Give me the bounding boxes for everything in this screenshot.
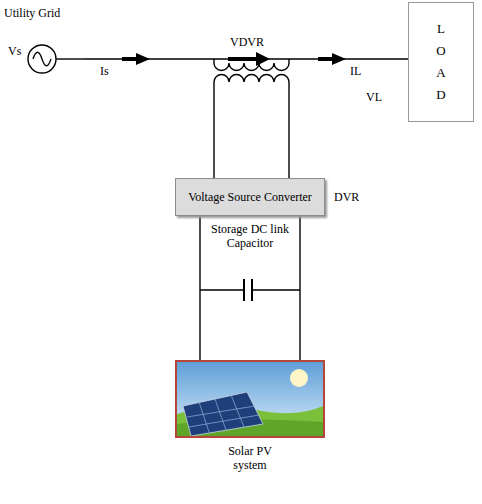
part-name: DVR <box>334 190 359 204</box>
load-box: LOAD <box>408 2 474 122</box>
solar-panel <box>183 392 263 436</box>
sun <box>290 369 308 387</box>
grid-source: Utility Grid <box>4 6 84 80</box>
transformer-primary <box>214 59 289 71</box>
voltage-arrow <box>228 52 270 66</box>
transformer-secondary <box>214 75 289 178</box>
node-text: Solar PV system <box>218 444 282 473</box>
signal-label: VL <box>366 90 382 104</box>
capacitor-wire <box>200 289 300 290</box>
pv-image <box>175 360 325 438</box>
sine-wave <box>33 52 51 66</box>
signal-label: Vs <box>8 44 21 58</box>
solar-pv-panel: Solar PV system <box>175 360 325 473</box>
signal-label: Is <box>100 64 109 78</box>
converter-box: Voltage Source Converter <box>175 178 325 216</box>
capacitor-symbol <box>244 279 252 301</box>
pv-picture <box>177 362 323 436</box>
wire-connector <box>199 216 200 360</box>
panel-grid <box>187 395 259 432</box>
node-text: Voltage Source Converter <box>188 190 312 204</box>
part-name: Storage DC link Capacitor <box>205 222 295 251</box>
current-arrow <box>318 53 346 65</box>
current-arrow <box>122 53 150 65</box>
signal-label: IL <box>350 64 361 78</box>
source-circle <box>28 45 56 73</box>
source-lead <box>56 58 84 59</box>
node-text: Utility Grid <box>4 6 84 20</box>
signal-label: VDVR <box>230 35 264 49</box>
node-text: LOAD <box>435 18 448 106</box>
sky <box>177 362 323 436</box>
dc-wire <box>299 216 300 360</box>
